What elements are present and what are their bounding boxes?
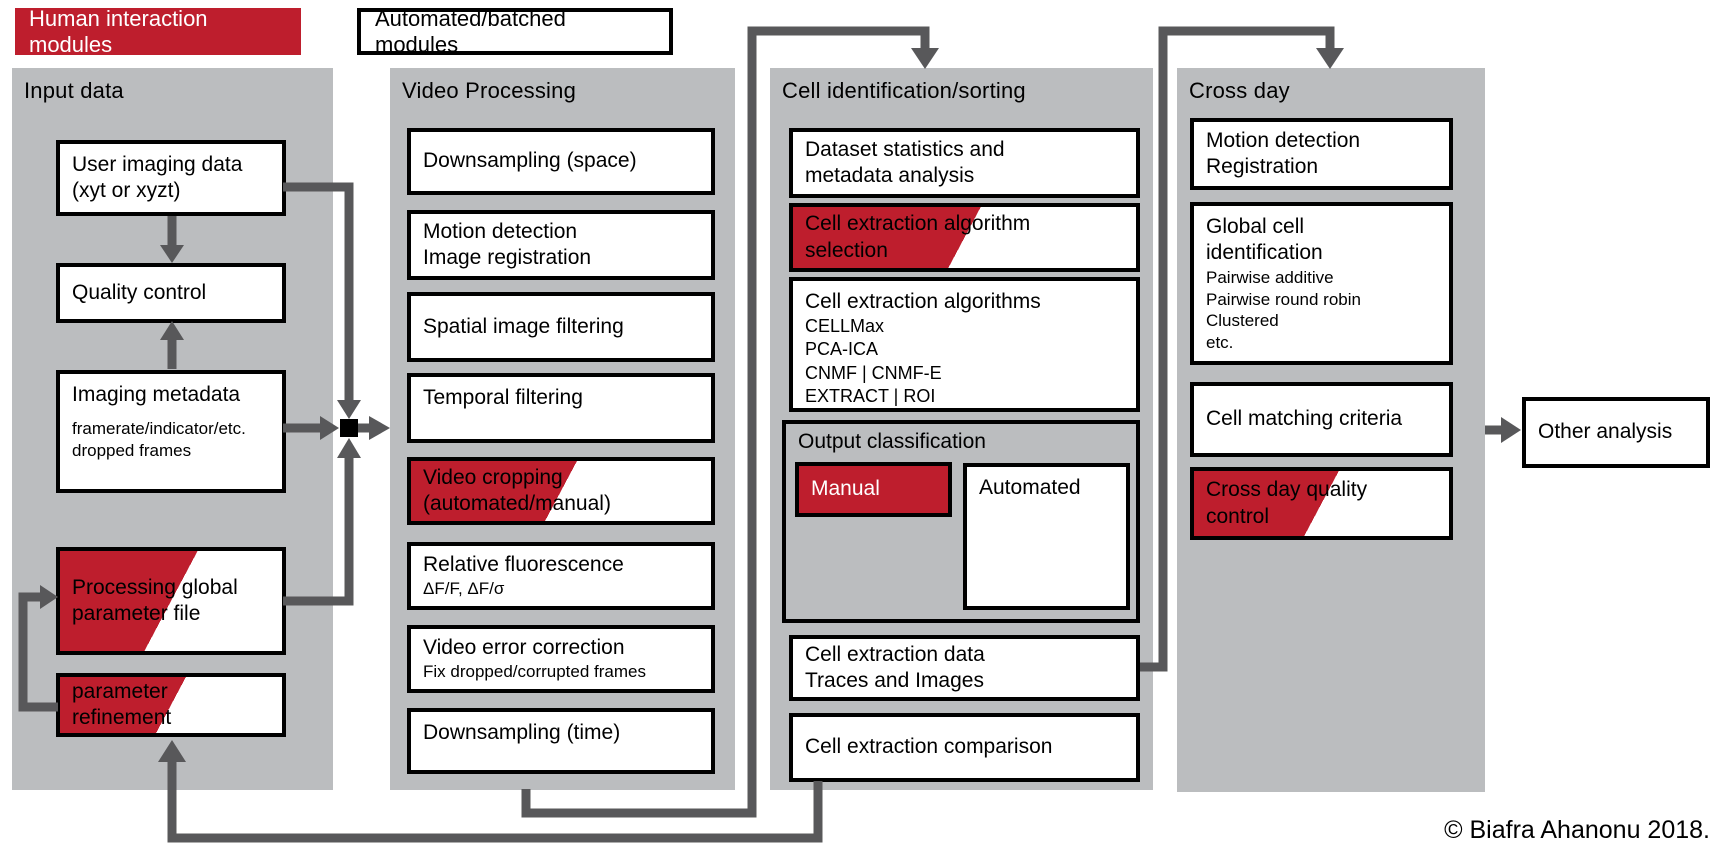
box-quality-control: Quality control: [56, 263, 286, 323]
box-relative-fluorescence: Relative fluorescence ΔF/F, ΔF/σ: [407, 542, 715, 610]
box-line: Automated: [979, 476, 1081, 499]
credit-text: © Biafra Ahanonu 2018.: [1444, 816, 1710, 844]
box-subline: Fix dropped/corrupted frames: [423, 662, 646, 682]
box-line: Motion detection: [423, 219, 578, 243]
box-cell-extraction-data: Cell extraction data Traces and Images: [789, 635, 1140, 701]
arrowhead-into-other-analysis: [1501, 417, 1521, 443]
box-line: parameter: [72, 679, 168, 703]
box-line: Dataset statistics and: [805, 137, 1005, 161]
box-line: (automated/manual): [423, 492, 611, 515]
arrowhead-into-video-processing: [369, 416, 390, 440]
box-line: control: [1206, 504, 1270, 528]
box-subline: dropped frames: [72, 441, 192, 461]
box-line: Image registration: [423, 246, 592, 269]
global-cell-item: etc.: [1206, 333, 1234, 353]
global-cell-item: Pairwise additive: [1206, 267, 1334, 287]
box-line: Other analysis: [1538, 420, 1673, 444]
arrowhead-down-junction: [337, 400, 361, 419]
box-processing-global-parameter-file: Processing global parameter file: [56, 547, 286, 655]
box-subline: framerate/indicator/etc.: [72, 419, 246, 439]
box-line: Cross day quality: [1206, 478, 1368, 502]
box-line: Video cropping: [423, 465, 563, 489]
box-subline: ΔF/F, ΔF/σ: [423, 579, 505, 599]
box-user-imaging-data: User imaging data (xyt or xyzt): [56, 140, 286, 216]
panel-title-input-data: Input data: [24, 78, 124, 103]
box-line: Cell extraction algorithm: [805, 212, 1031, 236]
box-line: refinement: [72, 706, 172, 729]
box-line: Motion detection: [1206, 128, 1361, 152]
box-parameter-refinement: parameter refinement: [56, 673, 286, 737]
panel-title-cell-identification: Cell identification/sorting: [782, 78, 1026, 103]
arrowhead-up-junction: [337, 438, 361, 458]
legend-human-label: Human interaction modules: [29, 5, 208, 57]
box-manual-classification: Manual: [795, 462, 952, 517]
box-spatial-image-filtering: Spatial image filtering: [407, 292, 715, 362]
junction-node: [340, 419, 358, 437]
legend-automated-modules: Automated/batched modules: [357, 5, 673, 57]
box-cell-matching-criteria: Cell matching criteria: [1190, 382, 1453, 457]
box-line: Relative fluorescence: [423, 552, 624, 576]
box-line: identification: [1206, 241, 1323, 265]
box-cell-extraction-algorithm-selection: Cell extraction algorithm selection: [789, 203, 1140, 272]
box-line: Registration: [1206, 155, 1319, 178]
box-line: selection: [805, 238, 888, 262]
box-video-cropping: Video cropping (automated/manual): [407, 457, 715, 525]
global-cell-item: Pairwise round robin: [1206, 289, 1361, 309]
box-cell-extraction-comparison: Cell extraction comparison: [789, 713, 1140, 782]
legend-automated-label: Automated/batched modules: [375, 5, 566, 57]
panel-title-cross-day: Cross day: [1189, 78, 1290, 103]
box-imaging-metadata: Imaging metadata framerate/indicator/etc…: [56, 370, 286, 493]
box-line: Spatial image filtering: [423, 314, 624, 338]
box-line: Cell matching criteria: [1206, 407, 1403, 431]
box-cell-extraction-algorithms: Cell extraction algorithms CELLMax PCA-I…: [789, 277, 1140, 412]
global-cell-item: Clustered: [1206, 311, 1279, 331]
panel-title-video-processing: Video Processing: [402, 78, 577, 103]
algorithm-item: PCA-ICA: [805, 339, 879, 360]
box-line: Temporal filtering: [423, 386, 583, 409]
box-line: Video error correction: [423, 635, 625, 659]
box-line: Processing global: [72, 575, 238, 599]
box-line: Imaging metadata: [72, 383, 241, 406]
box-crossday-motion-detection: Motion detection Registration: [1190, 118, 1453, 190]
box-global-cell-identification: Global cell identification Pairwise addi…: [1190, 202, 1453, 365]
box-line: Manual: [811, 477, 880, 501]
box-line: Cell extraction data: [805, 642, 985, 666]
box-line: Traces and Images: [805, 669, 984, 692]
box-line: Cell extraction algorithms: [805, 290, 1041, 313]
arrowhead-into-cross-day: [1316, 48, 1344, 69]
box-motion-detection-registration: Motion detection Image registration: [407, 210, 715, 280]
box-automated-classification: Automated: [963, 463, 1130, 610]
box-line: Cell extraction comparison: [805, 735, 1053, 759]
algorithm-item: EXTRACT | ROI: [805, 385, 936, 406]
arrowhead-into-cell-identification: [911, 48, 939, 69]
box-video-error-correction: Video error correction Fix dropped/corru…: [407, 625, 715, 693]
box-line: (xyt or xyzt): [72, 179, 181, 202]
box-cross-day-quality-control: Cross day quality control: [1190, 467, 1453, 540]
algorithm-item: CELLMax: [805, 316, 885, 337]
box-temporal-filtering: Temporal filtering: [407, 373, 715, 443]
box-line: metadata analysis: [805, 164, 975, 187]
box-line: Downsampling (time): [423, 721, 621, 744]
box-line: Global cell: [1206, 215, 1305, 238]
box-downsampling-space: Downsampling (space): [407, 128, 715, 195]
box-line: parameter file: [72, 602, 201, 625]
algorithm-item: CNMF | CNMF-E: [805, 362, 942, 383]
box-downsampling-time: Downsampling (time): [407, 708, 715, 774]
box-line: Quality control: [72, 280, 207, 304]
box-line: User imaging data: [72, 152, 243, 176]
legend-human-interaction-modules: Human interaction modules: [15, 5, 301, 57]
box-line: Downsampling (space): [423, 149, 637, 173]
subpanel-title: Output classification: [798, 430, 986, 453]
box-other-analysis: Other analysis: [1522, 397, 1710, 468]
box-dataset-statistics: Dataset statistics and metadata analysis: [789, 128, 1140, 198]
